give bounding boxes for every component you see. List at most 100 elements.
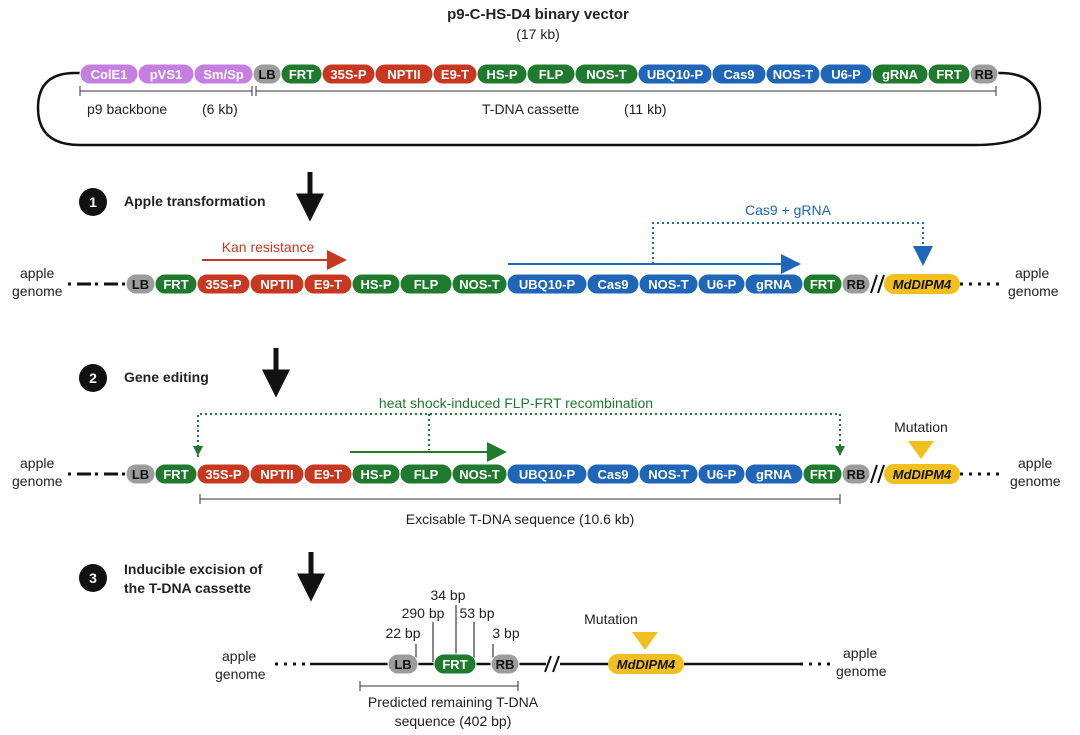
genome-right-2b: genome — [1010, 473, 1061, 489]
segment-label: FRT — [810, 467, 835, 482]
plasmid-backbone-loop — [36, 71, 1042, 147]
segment-rb — [841, 273, 871, 295]
segment-label: HS-P — [486, 67, 517, 82]
genome-left-2a: apple — [20, 455, 54, 471]
bp-3-label: 3 bp — [492, 625, 519, 641]
segment-label: Cas9 — [723, 67, 754, 82]
step-3-title-line1: Inducible excision of — [124, 561, 263, 577]
step-3-badge — [79, 564, 107, 592]
genome-left-1b: genome — [12, 283, 63, 299]
segment-label: Cas9 — [597, 277, 628, 292]
remaining-label-line2: sequence (402 bp) — [395, 713, 512, 729]
step-3-title-line2: the T-DNA cassette — [124, 580, 251, 596]
segment-label: RB — [496, 657, 515, 672]
segment-label: NOS-T — [773, 67, 814, 82]
recombination-arrowheads — [193, 446, 845, 456]
segment-label: FRT — [442, 657, 467, 672]
segment-label: FLP — [414, 277, 439, 292]
segment-label: E9-T — [314, 467, 342, 482]
remaining-bracket — [359, 681, 519, 691]
cas9-grna-label: Cas9 + gRNA — [745, 202, 832, 218]
remaining-tdna-row: LB FRT RB — [387, 653, 520, 675]
backbone-bracket — [79, 86, 253, 96]
bp-22-label: 22 bp — [385, 625, 420, 641]
gene-label: MdDIPM4 — [893, 277, 952, 292]
step-2-badge — [79, 364, 107, 392]
segment-label: 35S-P — [205, 277, 241, 292]
segment-label: U6-P — [707, 277, 737, 292]
bp-34-label: 34 bp — [430, 587, 465, 603]
segment-label: NOS-T — [586, 67, 627, 82]
tdna-bracket — [255, 86, 997, 96]
step-1-badge — [79, 188, 107, 216]
bp-290-label: 290 bp — [402, 605, 445, 621]
cas9-target-arrow — [652, 222, 933, 266]
recombination-bracket — [197, 413, 841, 457]
segment-label: LB — [258, 67, 275, 82]
excisable-bracket — [199, 494, 841, 504]
segment-label: FRT — [810, 277, 835, 292]
excisable-label: Excisable T-DNA sequence (10.6 kb) — [406, 511, 635, 527]
remaining-label-line1: Predicted remaining T-DNA — [368, 694, 539, 710]
mutation-label-3: Mutation — [584, 611, 638, 627]
genome-right-1b: genome — [1008, 283, 1059, 299]
segment-label: gRNA — [882, 67, 919, 82]
segment-label: ColE1 — [91, 67, 128, 82]
mutation-marker-3 — [632, 632, 658, 650]
recombination-label: heat shock-induced FLP-FRT recombination — [379, 395, 653, 411]
segment-label: Sm/Sp — [203, 67, 244, 82]
genome-left-1a: apple — [20, 265, 54, 281]
segment-label: U6-P — [831, 67, 861, 82]
genome-left-3a: apple — [222, 648, 256, 664]
segment-label: gRNA — [756, 467, 793, 482]
break-mark — [870, 464, 885, 484]
segment-label: NPTII — [260, 467, 293, 482]
step-2-number: 2 — [89, 370, 97, 386]
gene-label-3: MdDIPM4 — [617, 657, 676, 672]
segment-frt — [433, 653, 477, 675]
segment-label: FLP — [539, 67, 564, 82]
step-1-title: Apple transformation — [124, 193, 266, 209]
segment-label: 35S-P — [330, 67, 366, 82]
segment-label: NOS-T — [459, 277, 500, 292]
segment-label: UBQ10-P — [519, 467, 576, 482]
gene-block — [884, 464, 960, 484]
step-1-number: 1 — [89, 194, 97, 210]
segment-label: LB — [132, 277, 149, 292]
segment-label: RB — [847, 467, 866, 482]
segment-label: NPTII — [260, 277, 293, 292]
segment-label: 35S-P — [205, 467, 241, 482]
gene-label: MdDIPM4 — [893, 467, 952, 482]
segment-label: E9-T — [441, 67, 469, 82]
segment-label: gRNA — [756, 277, 793, 292]
segment-label: FRT — [936, 67, 961, 82]
gene-block — [884, 274, 960, 294]
bp-tick-lines — [415, 605, 494, 662]
segment-label: U6-P — [707, 467, 737, 482]
backbone-label: p9 backbone — [87, 101, 167, 117]
segment-label: NPTII — [387, 67, 420, 82]
segment-label: FRT — [163, 277, 188, 292]
vector-size: (17 kb) — [516, 26, 560, 42]
down-arrow-2 — [261, 348, 291, 398]
mutation-marker-2 — [908, 441, 934, 459]
segment-rb — [841, 463, 871, 485]
down-arrow-1 — [295, 172, 325, 222]
segment-label: LB — [132, 467, 149, 482]
mutation-label-2: Mutation — [894, 419, 948, 435]
segment-label: FRT — [163, 467, 188, 482]
segment-label: RB — [975, 67, 994, 82]
segment-rb — [490, 653, 520, 675]
genome-left-2b: genome — [12, 473, 63, 489]
segment-label: LB — [394, 657, 411, 672]
genome-right-2a: apple — [1018, 455, 1052, 471]
segment-label: HS-P — [360, 277, 391, 292]
segment-label: Cas9 — [597, 467, 628, 482]
genome-right-3b: genome — [836, 663, 887, 679]
vector-title: p9-C-HS-D4 binary vector — [447, 6, 629, 23]
segment-label: NOS-T — [648, 467, 689, 482]
tdna-label: T-DNA cassette — [482, 101, 579, 117]
segment-rb — [969, 63, 999, 85]
